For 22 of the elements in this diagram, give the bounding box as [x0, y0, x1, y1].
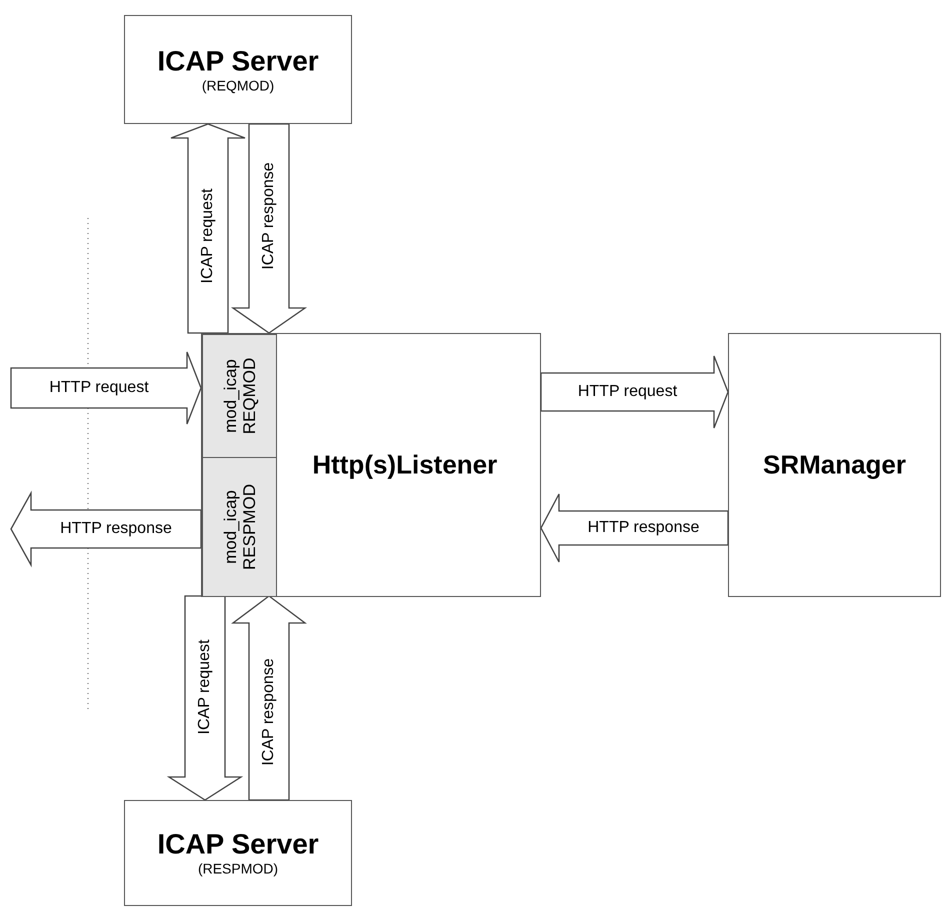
- edge-label: HTTP response: [59, 520, 173, 538]
- edge-label: HTTP request: [576, 383, 678, 401]
- component-name: Http(s)Listener: [312, 450, 498, 480]
- server-mode-label: (REQMOD): [202, 77, 274, 94]
- server-mode-label: (RESPMOD): [198, 860, 278, 878]
- edge-label: ICAP response: [260, 656, 278, 766]
- edge-label: ICAP response: [260, 161, 278, 271]
- module-panel: [202, 334, 277, 458]
- component-name: SRManager: [762, 450, 906, 480]
- edge-label: HTTP response: [586, 519, 700, 537]
- component-box: [201, 333, 541, 597]
- edge-label: HTTP request: [48, 379, 150, 397]
- module-panel: [202, 457, 277, 597]
- edge-label: ICAP request: [199, 187, 217, 284]
- module-label: mod_icap REQMOD: [220, 356, 258, 436]
- server-box: [124, 800, 352, 906]
- server-box: [124, 15, 352, 124]
- module-label: mod_icap RESPMOD: [220, 483, 258, 572]
- component-box: [728, 333, 941, 597]
- server-title: ICAP Server: [157, 828, 319, 860]
- edge-label: ICAP request: [196, 638, 214, 735]
- server-title: ICAP Server: [157, 45, 319, 77]
